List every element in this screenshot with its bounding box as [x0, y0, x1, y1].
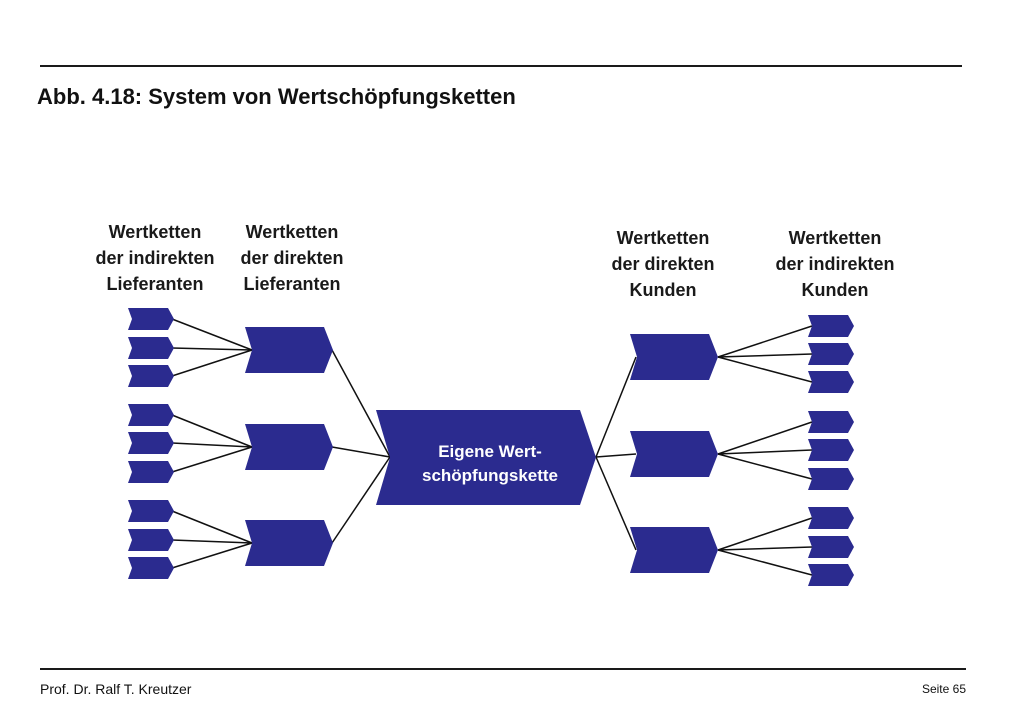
- connector-line: [717, 549, 813, 576]
- heading-direct-customers: Wertketten der direkten Kunden: [583, 225, 743, 303]
- indirect-customer-chevron: [808, 564, 854, 586]
- center-label-line: schöpfungskette: [421, 466, 559, 485]
- direct-customer-chevron: [630, 334, 718, 380]
- heading-line: Wertketten: [245, 222, 339, 242]
- connector-line: [717, 353, 813, 358]
- connector-line: [595, 453, 637, 458]
- indirect-customer-chevron: [808, 315, 854, 337]
- indirect-customer-chevron: [808, 536, 854, 558]
- heading-line: der direkten: [240, 248, 344, 268]
- bottom-rule: [40, 668, 966, 670]
- footer-page-number: Seite 65: [921, 682, 966, 696]
- heading-line: Kunden: [629, 280, 697, 300]
- direct-supplier-chevron: [245, 424, 333, 470]
- indirect-customer-chevron: [808, 371, 854, 393]
- indirect-supplier-chevron: [128, 337, 174, 359]
- indirect-customer-chevron: [808, 507, 854, 529]
- connector-line: [717, 449, 813, 455]
- connector-line: [171, 414, 253, 448]
- heading-line: Lieferanten: [243, 274, 341, 294]
- connector-line: [171, 446, 253, 473]
- connector-line: [717, 356, 813, 383]
- center-label-line: Eigene Wert-: [438, 442, 542, 461]
- connector-line: [171, 442, 253, 448]
- heading-line: Wertketten: [788, 228, 882, 248]
- indirect-supplier-chevron: [128, 557, 174, 579]
- heading-indirect-customers: Wertketten der indirekten Kunden: [755, 225, 915, 303]
- connector-line: [331, 446, 391, 458]
- heading-line: der indirekten: [775, 254, 895, 274]
- direct-supplier-chevron: [245, 520, 333, 566]
- footer-author: Prof. Dr. Ralf T. Kreutzer: [40, 681, 192, 697]
- direct-customer-chevron: [630, 431, 718, 477]
- connector-line: [595, 356, 637, 458]
- connector-line: [717, 517, 813, 551]
- indirect-customer-chevron: [808, 439, 854, 461]
- heading-line: Wertketten: [616, 228, 710, 248]
- heading-line: Kunden: [801, 280, 869, 300]
- own-value-chain-chevron: [376, 410, 596, 505]
- connector-line: [171, 318, 253, 351]
- connector-line: [717, 546, 813, 551]
- indirect-supplier-chevron: [128, 432, 174, 454]
- indirect-supplier-chevron: [128, 404, 174, 426]
- connector-line: [171, 349, 253, 377]
- connector-line: [331, 456, 391, 544]
- heading-direct-suppliers: Wertketten der direkten Lieferanten: [212, 219, 372, 297]
- indirect-customer-chevron: [808, 468, 854, 490]
- connector-line: [717, 421, 813, 455]
- indirect-customer-chevron: [808, 411, 854, 433]
- connector-line: [171, 542, 253, 569]
- indirect-supplier-chevron: [128, 461, 174, 483]
- top-rule: [40, 65, 962, 67]
- indirect-customer-chevron: [808, 343, 854, 365]
- direct-customer-chevron: [630, 527, 718, 573]
- page-title: Abb. 4.18: System von Wertschöpfungskett…: [37, 84, 516, 109]
- connector-line: [717, 325, 813, 358]
- connector-line: [331, 349, 391, 458]
- heading-line: der direkten: [611, 254, 715, 274]
- heading-line: Lieferanten: [106, 274, 204, 294]
- indirect-supplier-chevron: [128, 308, 174, 330]
- connector-line: [717, 453, 813, 480]
- heading-line: Wertketten: [108, 222, 202, 242]
- indirect-supplier-chevron: [128, 365, 174, 387]
- center-chain-label: Eigene Wert- schöpfungskette: [380, 440, 600, 488]
- connector-line: [171, 539, 253, 544]
- heading-line: der indirekten: [95, 248, 215, 268]
- indirect-supplier-chevron: [128, 500, 174, 522]
- connector-line: [171, 510, 253, 544]
- connector-line: [171, 347, 253, 351]
- connector-line: [595, 456, 637, 551]
- heading-indirect-suppliers: Wertketten der indirekten Lieferanten: [75, 219, 235, 297]
- indirect-supplier-chevron: [128, 529, 174, 551]
- direct-supplier-chevron: [245, 327, 333, 373]
